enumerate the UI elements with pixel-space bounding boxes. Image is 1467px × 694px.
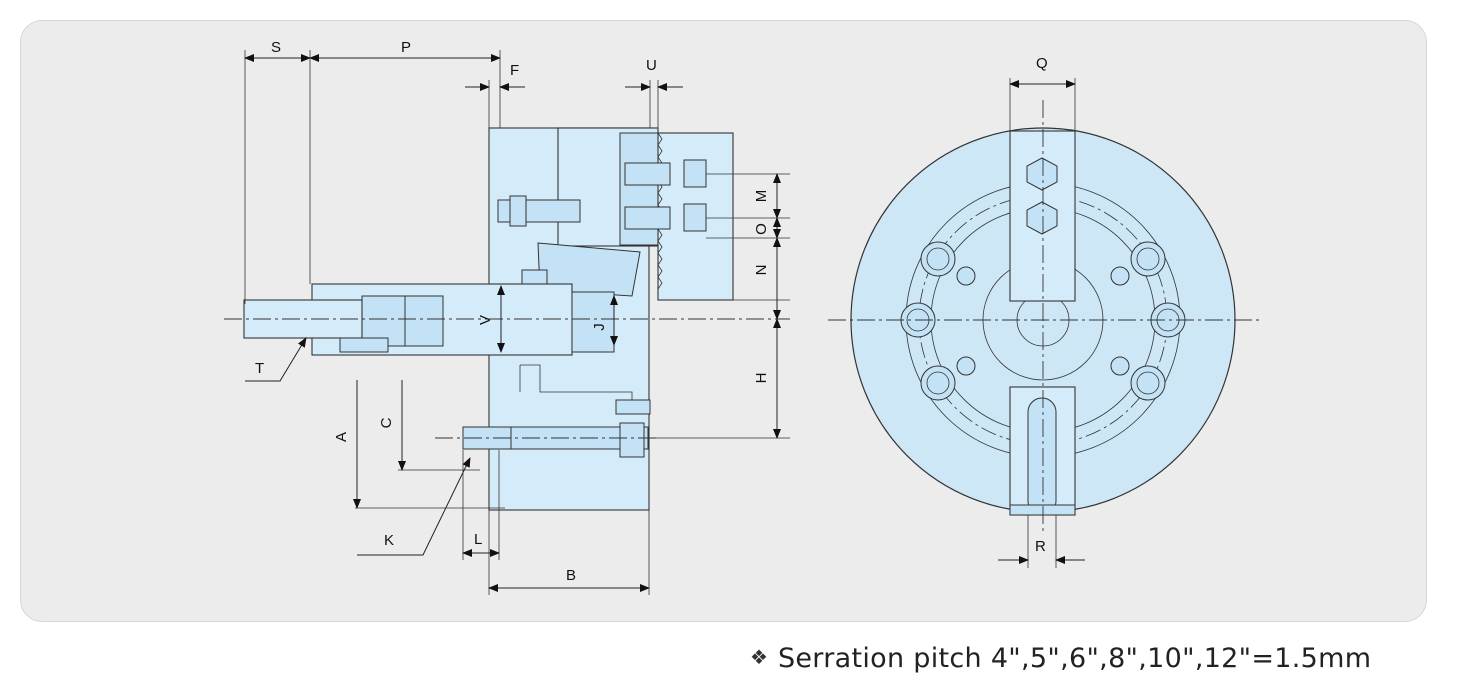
dim-label-k: K [384,532,394,549]
dim-label-t: T [255,360,264,377]
dim-label-s: S [271,39,281,56]
dim-label-v: V [477,315,494,325]
dim-label-j: J [591,323,608,331]
dim-label-u: U [646,57,657,74]
dim-label-c: C [378,417,395,428]
dim-label-h: H [753,373,770,384]
serration-pitch-note: ❖ Serration pitch 4",5",6",8",10",12"=1.… [750,638,1371,678]
dim-label-f: F [510,62,519,79]
dim-label-o: O [753,223,770,235]
front-view: Q R [828,55,1262,568]
dim-label-l: L [474,531,482,548]
dim-label-p: P [401,39,411,56]
four-diamond-icon: ❖ [750,647,768,669]
dim-label-a: A [333,432,350,442]
dim-label-m: M [753,190,770,203]
side-view: S P F U M O N H J V T [224,39,790,595]
dim-label-b: B [566,567,576,584]
dim-label-n: N [753,265,770,276]
bolt-holes [900,241,1186,401]
serration-pitch-text: Serration pitch 4",5",6",8",10",12"=1.5m… [777,642,1372,674]
dim-label-r: R [1035,538,1046,555]
dim-label-q: Q [1036,55,1048,72]
